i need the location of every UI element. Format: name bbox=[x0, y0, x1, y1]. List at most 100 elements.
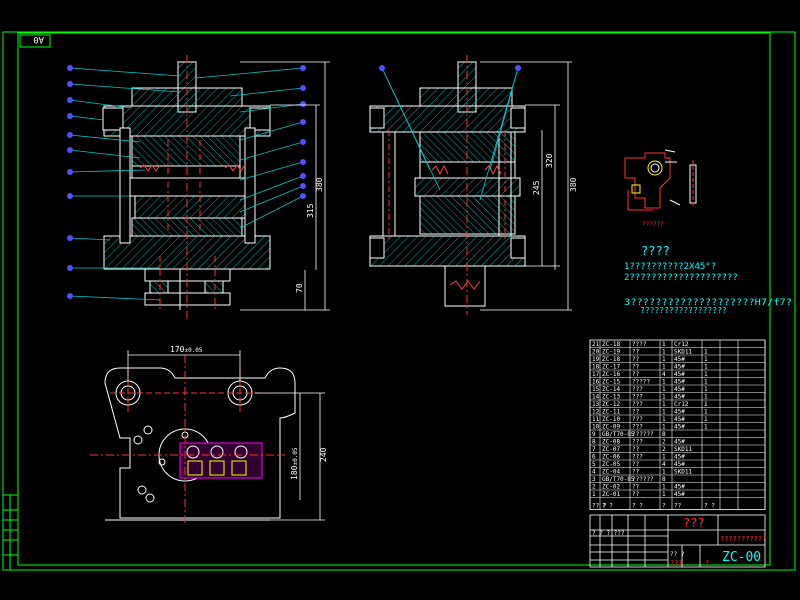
side-dim-320: 320 bbox=[545, 153, 554, 168]
bom-cell: 1 bbox=[662, 386, 666, 393]
bom-footer-cell: ?? ? bbox=[592, 503, 607, 510]
bom-cell: 1 bbox=[662, 491, 666, 498]
front-dim-70: 70 bbox=[295, 283, 304, 293]
sheet-size-label: A0 bbox=[33, 34, 44, 44]
bom-cell: ZC-18 bbox=[602, 356, 620, 363]
title-block-company: ??????????? bbox=[720, 535, 766, 543]
bom-cell: 1 bbox=[704, 379, 708, 386]
bom-cell: ZC-05 bbox=[602, 461, 620, 468]
side-part-balloons bbox=[379, 65, 521, 71]
title-block bbox=[589, 514, 766, 568]
bom-cell: 45# bbox=[674, 409, 685, 416]
bom-cell: ??? bbox=[632, 454, 643, 461]
bom-footer-cell: ? ? bbox=[704, 503, 715, 510]
bom-cell: 45# bbox=[674, 484, 685, 491]
side-dimensions bbox=[480, 61, 572, 311]
bom-cell: 17 bbox=[592, 371, 600, 378]
bom-cell: ZC-10 bbox=[602, 416, 620, 423]
side-dim-380: 380 bbox=[569, 177, 578, 192]
bom-cell: 20 bbox=[592, 349, 600, 356]
bom-cell: 8 bbox=[592, 439, 596, 446]
bom-cell: ZC-02 bbox=[602, 484, 620, 491]
bom-cell: ?? bbox=[632, 409, 640, 416]
bom-cell: ???? bbox=[632, 341, 647, 348]
bom-cell: 1 bbox=[704, 364, 708, 371]
bom-footer-cell: ? ? bbox=[602, 503, 613, 510]
part-detail-label: ?????? bbox=[642, 221, 664, 228]
bom-cell: 1 bbox=[662, 416, 666, 423]
bom-cell: 4 bbox=[662, 461, 666, 468]
bom-cell: 45# bbox=[674, 461, 685, 468]
bom-cell: ZC-16 bbox=[602, 371, 620, 378]
bom-cell: ?? bbox=[632, 356, 640, 363]
bom-cell: ?? bbox=[632, 349, 640, 356]
bom-cell: 45# bbox=[674, 454, 685, 461]
bom-cell: 45# bbox=[674, 491, 685, 498]
bom-cell: SKD11 bbox=[674, 469, 692, 476]
bom-cell: 4 bbox=[662, 371, 666, 378]
bom-cell: 45# bbox=[674, 394, 685, 401]
bom-cell: SKD11 bbox=[674, 446, 692, 453]
bom-cell: ZC-15 bbox=[602, 379, 620, 386]
bom-cell: 45# bbox=[674, 356, 685, 363]
bom-cell: ZC-14 bbox=[602, 386, 620, 393]
bom-cell: ?????? bbox=[632, 476, 654, 483]
bom-cell: 1 bbox=[704, 416, 708, 423]
bom-cell: ZC-01 bbox=[602, 491, 620, 498]
title-block-bottom-mid: ? bbox=[705, 559, 709, 567]
bom-cell: 1 bbox=[662, 401, 666, 408]
bom-cell: 45# bbox=[674, 439, 685, 446]
bom-cell: 18 bbox=[592, 364, 600, 371]
bom-cell: ZC-06 bbox=[602, 454, 620, 461]
bom-cell: Cr12 bbox=[674, 341, 689, 348]
bom-cell: ??? bbox=[632, 439, 643, 446]
bom-cell: ZC-08 bbox=[602, 439, 620, 446]
bom-cell: ??? bbox=[632, 416, 643, 423]
part-detail-view bbox=[624, 149, 697, 211]
bom-cell: 8 bbox=[662, 431, 666, 438]
front-part-balloons bbox=[67, 65, 306, 299]
bom-cell: ZC-11 bbox=[602, 409, 620, 416]
front-section-view bbox=[102, 55, 271, 320]
bom-cell: ZC-09 bbox=[602, 424, 620, 431]
bom-cell: 14 bbox=[592, 394, 600, 401]
title-block-header-row: ? ? ? ??? bbox=[592, 530, 625, 537]
bom-cell: 1 bbox=[704, 401, 708, 408]
bom-cell: 1 bbox=[704, 424, 708, 431]
bom-cell: ?? bbox=[632, 491, 640, 498]
notes-line-1: 1??????????2X45°? bbox=[624, 262, 716, 272]
bom-cell: 1 bbox=[662, 484, 666, 491]
bom-cell: ????? bbox=[632, 379, 650, 386]
bom-cell: 16 bbox=[592, 379, 600, 386]
bom-cell: ?? bbox=[632, 371, 640, 378]
bom-cell: 1 bbox=[662, 394, 666, 401]
bom-cell: 2 bbox=[662, 439, 666, 446]
plan-dim-180: 180±0.05 bbox=[290, 447, 299, 480]
bom-cell: 10 bbox=[592, 424, 600, 431]
bom-cell: 1 bbox=[662, 356, 666, 363]
bom-cell: ?? bbox=[632, 469, 640, 476]
bom-cell: 45# bbox=[674, 364, 685, 371]
side-dim-245: 245 bbox=[532, 180, 541, 195]
bom-cell: 45# bbox=[674, 379, 685, 386]
bom-cell: 7 bbox=[592, 446, 596, 453]
side-section-view bbox=[369, 55, 526, 315]
bom-cell: ?? bbox=[632, 461, 640, 468]
bom-cell: 1 bbox=[592, 491, 596, 498]
bom-cell: 2 bbox=[662, 446, 666, 453]
bom-cell: 19 bbox=[592, 356, 600, 363]
bom-cell: GB/T70-85 bbox=[602, 431, 635, 438]
bom-cell: 1 bbox=[704, 371, 708, 378]
bom-cell: 6 bbox=[592, 454, 596, 461]
front-dimensions bbox=[240, 61, 330, 311]
bom-cell: GB/T70-85 bbox=[602, 476, 635, 483]
bom-cell: 8 bbox=[662, 476, 666, 483]
bom-cell: ZC-12 bbox=[602, 401, 620, 408]
bom-cell: 1 bbox=[662, 409, 666, 416]
bom-cell: SKD11 bbox=[674, 349, 692, 356]
bom-cell: ?? bbox=[632, 484, 640, 491]
bom-cell: 9 bbox=[592, 431, 596, 438]
front-dim-315: 315 bbox=[306, 203, 315, 218]
drawing-frame: A0 bbox=[2, 31, 796, 571]
